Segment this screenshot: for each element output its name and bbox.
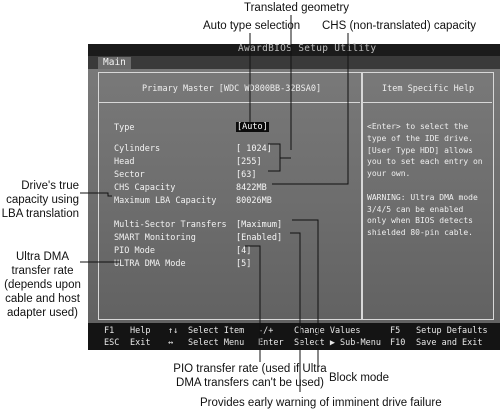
type-label: Type bbox=[114, 123, 135, 133]
key-esc: ESC bbox=[104, 338, 120, 348]
key-help-label: Help bbox=[130, 326, 151, 336]
annotation-block-mode: Block mode bbox=[329, 372, 390, 384]
help-panel-frame bbox=[362, 72, 494, 320]
pio-mode-value[interactable]: [4] bbox=[236, 246, 252, 256]
annotation-pio-rate: PIO transfer rate (used if Ultra DMA tra… bbox=[173, 363, 327, 389]
lba-capacity-value: 80026MB bbox=[236, 196, 272, 206]
key-exit-label: Exit bbox=[130, 338, 151, 348]
ultra-dma-value[interactable]: [5] bbox=[236, 259, 252, 269]
annotation-chs-capacity: CHS (non-translated) capacity bbox=[322, 20, 477, 32]
help-header: Item Specific Help bbox=[382, 84, 475, 94]
key-f1: F1 bbox=[104, 326, 115, 336]
key-change-values-label: Change Values bbox=[294, 326, 361, 336]
key-select-item-label: Select Item bbox=[188, 326, 245, 336]
head-label: Head bbox=[114, 157, 135, 167]
menu-main-tab[interactable]: Main bbox=[98, 57, 131, 69]
key-leftright: ↔ bbox=[168, 338, 174, 348]
annotation-auto-type-selection: Auto type selection bbox=[203, 20, 301, 32]
multi-sector-label: Multi-Sector Transfers bbox=[114, 220, 227, 230]
key-select-menu-label: Select Menu bbox=[188, 338, 245, 348]
key-setup-defaults-label: Setup Defaults bbox=[416, 326, 488, 336]
sector-value[interactable]: [63] bbox=[236, 170, 257, 180]
chs-capacity-value: 8422MB bbox=[236, 183, 267, 193]
multi-sector-value[interactable]: [Maximum] bbox=[236, 220, 283, 230]
bios-screen: AwardBIOS Setup Utility Main Primary Mas… bbox=[88, 43, 500, 350]
annotation-translated-geometry: Translated geometry bbox=[244, 2, 350, 14]
key-updown: ↑↓ bbox=[168, 326, 179, 336]
key-f5: F5 bbox=[390, 326, 401, 336]
key-enter: Enter bbox=[258, 338, 284, 348]
cylinders-label: Cylinders bbox=[114, 144, 161, 154]
pio-mode-label: PIO Mode bbox=[114, 246, 155, 256]
settings-header-divider bbox=[98, 102, 360, 103]
key-f10: F10 bbox=[390, 338, 406, 348]
bios-title: AwardBIOS Setup Utility bbox=[238, 43, 377, 54]
help-text: <Enter> to select the type of the IDE dr… bbox=[367, 122, 483, 238]
panel-header: Primary Master [WDC WD800BB-32BSA0] bbox=[142, 84, 322, 94]
bios-menubar bbox=[88, 56, 500, 69]
help-header-divider bbox=[362, 102, 492, 103]
annotation-ultra-dma-rate: Ultra DMA transfer rate (depends upon ca… bbox=[4, 251, 81, 319]
ultra-dma-label: ULTRA DMA Mode bbox=[114, 259, 186, 269]
key-select-submenu-label: Select ▶ Sub-Menu bbox=[294, 338, 381, 348]
cylinders-value[interactable]: [ 1024] bbox=[236, 144, 272, 154]
head-value[interactable]: [255] bbox=[236, 157, 262, 167]
sector-label: Sector bbox=[114, 170, 145, 180]
lba-capacity-label: Maximum LBA Capacity bbox=[114, 196, 217, 206]
annotation-drives-true-capacity: Drive's true capacity using LBA translat… bbox=[1, 180, 79, 220]
smart-value[interactable]: [Enabled] bbox=[236, 233, 283, 243]
key-save-exit-label: Save and Exit bbox=[416, 338, 483, 348]
bios-titlebar bbox=[88, 44, 500, 56]
smart-label: SMART Monitoring bbox=[114, 233, 196, 243]
annotation-early-warning: Provides early warning of imminent drive… bbox=[200, 397, 442, 409]
chs-capacity-label: CHS Capacity bbox=[114, 183, 176, 193]
key-plusminus: -/+ bbox=[258, 326, 274, 336]
type-value[interactable]: [Auto] bbox=[236, 122, 269, 132]
